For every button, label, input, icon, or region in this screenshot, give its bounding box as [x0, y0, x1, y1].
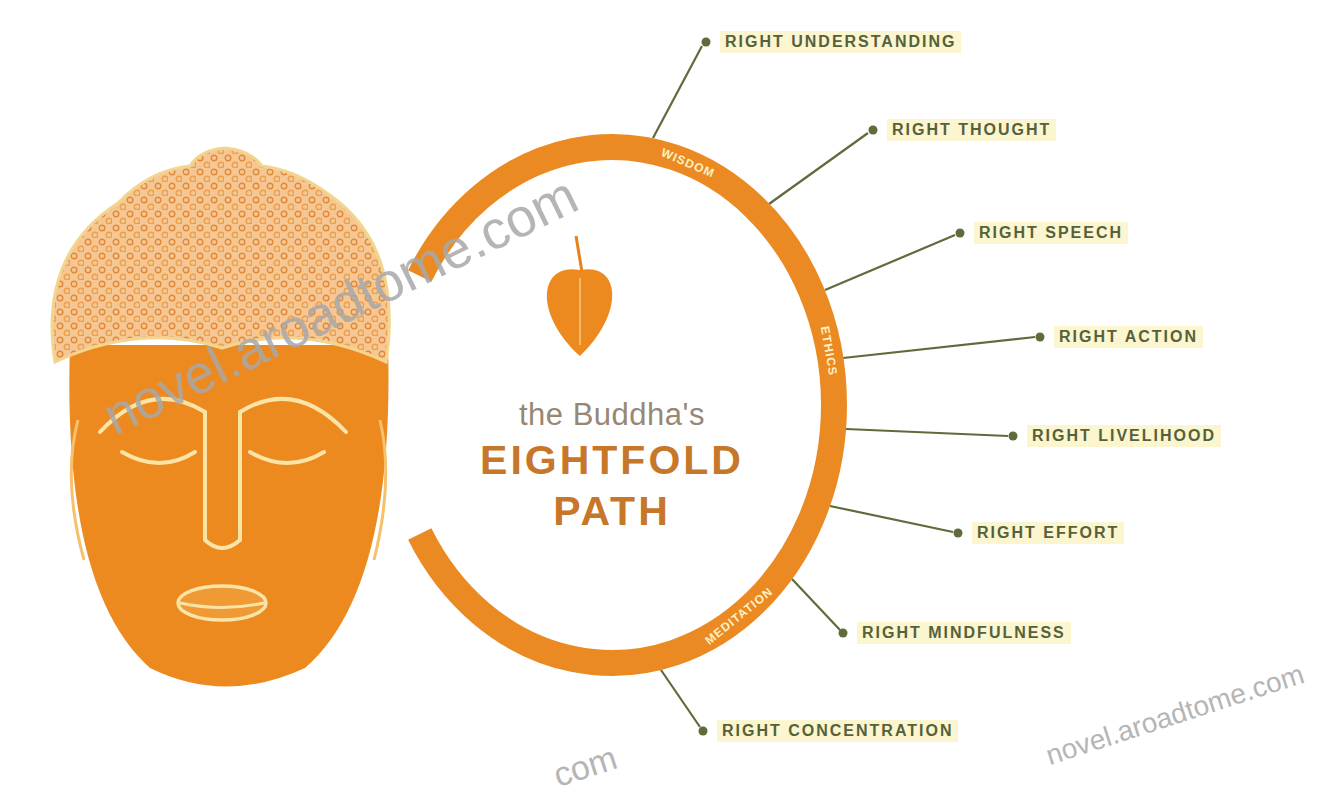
leader-line — [846, 429, 1008, 436]
watermark: com — [549, 740, 621, 792]
buddha-eye — [122, 452, 195, 463]
leader-line — [825, 235, 955, 290]
leader-dot — [1009, 432, 1018, 441]
path-step-label: RIGHT MINDFULNESS — [857, 622, 1071, 644]
leader-dot — [954, 529, 963, 538]
path-step-label: RIGHT UNDERSTANDING — [720, 31, 961, 53]
leader-line — [769, 133, 868, 204]
leader-dot — [702, 38, 711, 47]
path-circle: the Buddha'sEIGHTFOLD PATH — [377, 134, 847, 676]
path-step-label: RIGHT CONCENTRATION — [717, 720, 958, 742]
leaf-vein — [579, 278, 581, 345]
leader-line — [661, 670, 700, 727]
buddha-ear — [71, 420, 84, 560]
path-step-label: RIGHT ACTION — [1054, 326, 1203, 348]
path-step-label: RIGHT EFFORT — [972, 522, 1124, 544]
bodhi-leaf — [547, 236, 612, 356]
buddha-head — [52, 148, 389, 687]
leader-dot — [1036, 333, 1045, 342]
leader-dot — [869, 126, 878, 135]
path-step-label: RIGHT SPEECH — [974, 222, 1128, 244]
watermark: novel.aroadtome.com — [1043, 660, 1308, 770]
leader-line — [830, 506, 953, 532]
leader-line — [653, 46, 702, 138]
buddha-ear — [374, 420, 386, 560]
leaf-stem — [576, 236, 582, 272]
node-text-holder: the Buddha'sEIGHTFOLD PATH — [377, 396, 847, 537]
ring-arc-label: MEDITATION — [703, 585, 775, 646]
leaf-blade — [547, 269, 612, 356]
watermark: novel.aroadtome.com — [95, 167, 585, 443]
leader-dot — [839, 629, 848, 638]
buddha-lips-line — [180, 603, 264, 608]
leader-dot — [699, 727, 708, 736]
path-step-label: RIGHT THOUGHT — [887, 119, 1056, 141]
leader-dot — [956, 229, 965, 238]
buddha-eye — [250, 452, 324, 463]
title-small: the Buddha's — [377, 396, 847, 435]
buddha-lips — [178, 586, 266, 620]
title-large: EIGHTFOLD PATH — [462, 435, 762, 538]
path-step-label: RIGHT LIVELIHOOD — [1027, 425, 1221, 447]
leader-line — [792, 579, 840, 630]
leader-line — [843, 337, 1035, 358]
